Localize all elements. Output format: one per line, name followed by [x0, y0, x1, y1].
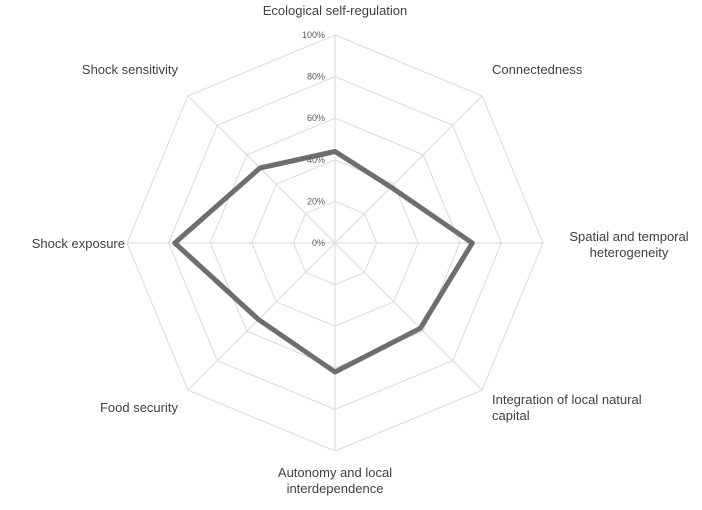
tick-label: 20% [307, 196, 325, 206]
grid-spoke [334, 242, 483, 391]
tick-label: 80% [307, 72, 325, 82]
axis-label: Shock exposure [32, 236, 125, 251]
axis-label: Ecological self-regulation [263, 3, 408, 18]
radar-series [172, 149, 475, 375]
tick-label: 0% [312, 238, 325, 248]
radial-tick-labels: 0% 20% 40% 60% 80% 100% [302, 30, 325, 248]
axis-label: Shock sensitivity [82, 62, 179, 77]
tick-label: 40% [307, 155, 325, 165]
series-line [172, 149, 475, 375]
grid-spoke [334, 95, 483, 244]
radar-grid [126, 34, 544, 452]
tick-label: 100% [302, 30, 325, 40]
tick-label: 60% [307, 113, 325, 123]
axis-label: Connectedness [492, 62, 583, 77]
axis-labels: Ecological self-regulationConnectednessS… [32, 3, 689, 496]
axis-label: Food security [100, 400, 179, 415]
grid-spoke [187, 242, 336, 391]
